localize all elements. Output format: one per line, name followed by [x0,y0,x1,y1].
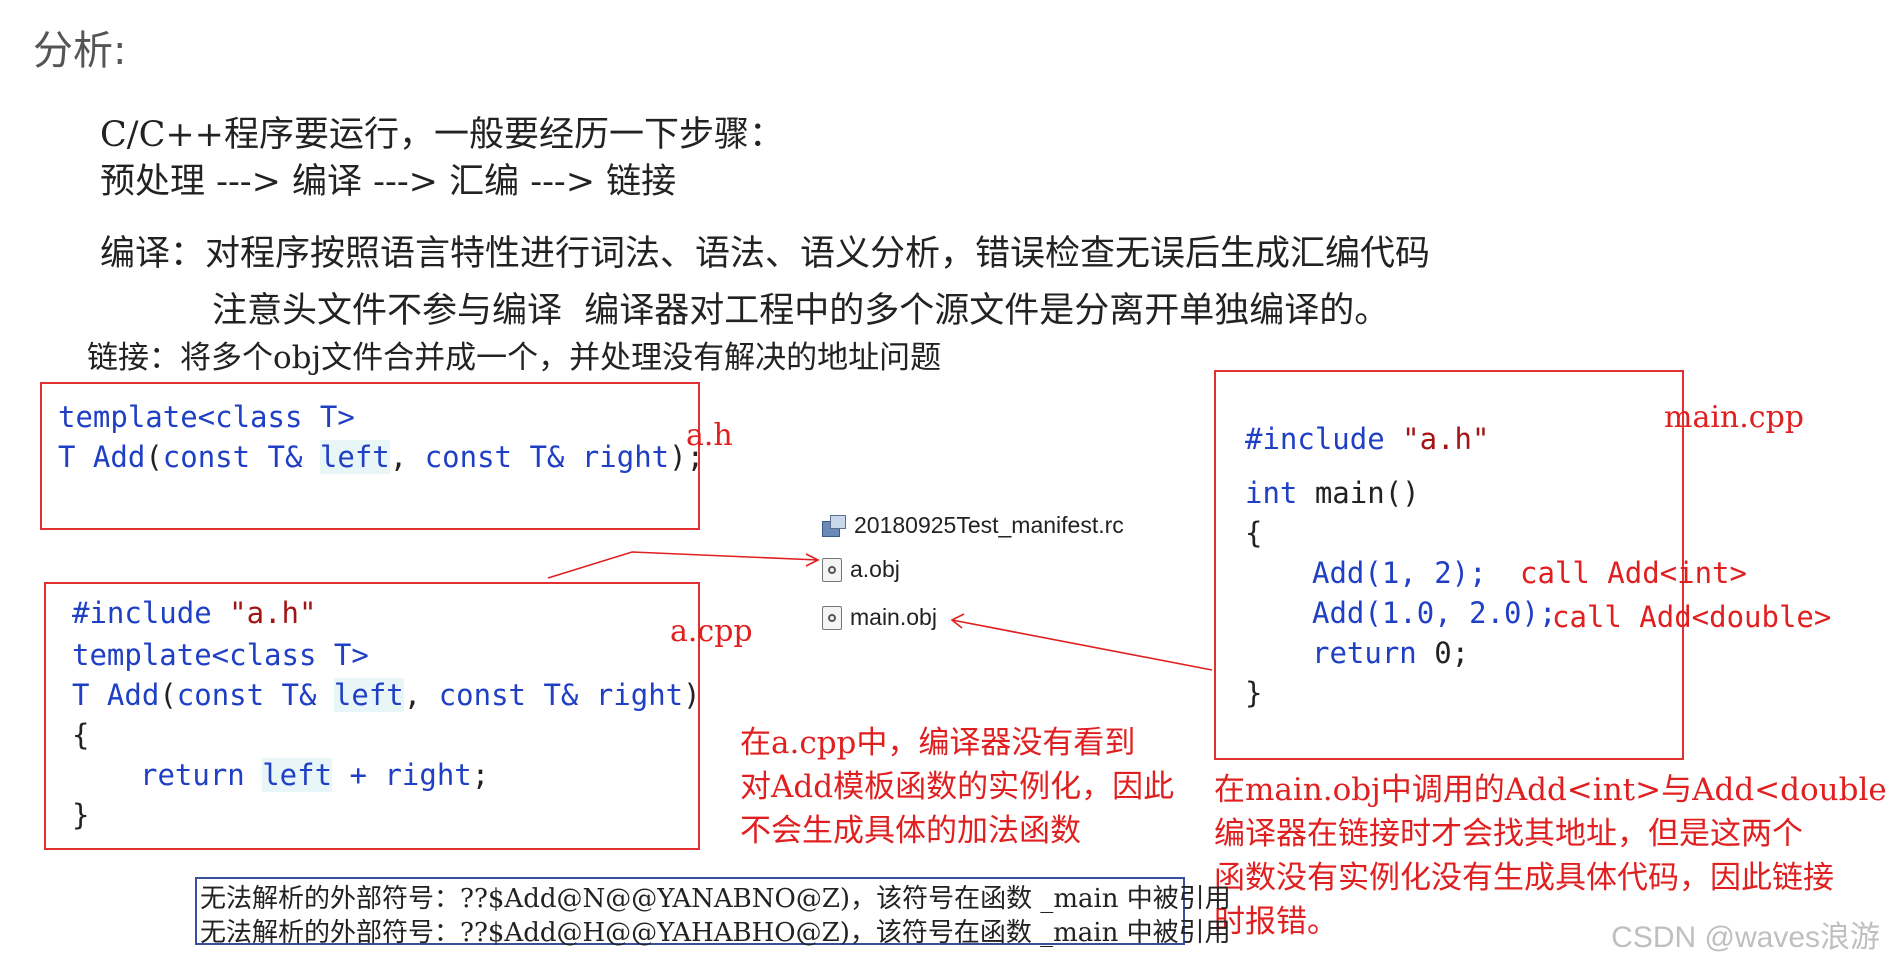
a-cpp-brace-close: } [72,798,90,832]
resource-file-icon [822,514,846,537]
a-h-declaration-line: T Add(const T& left, const T& right); [58,440,705,474]
main-cpp-brace-close: } [1245,676,1263,710]
main-cpp-to-main-obj-arrowhead [950,613,965,629]
a-h-filename: a.h [686,418,733,453]
a-cpp-explanation-2: 对Add模板函数的实例化，因此 [740,769,1175,805]
main-cpp-call-int: Add(1, 2); [1312,556,1487,590]
main-cpp-to-main-obj-arrow [951,619,1213,671]
linker-error-line-2: 无法解析的外部符号：??$Add@H@@YAHABHO@Z)，该符号在函数 _m… [200,918,1231,948]
csdn-watermark: CSDN @waves浪游 [1611,921,1880,954]
a-cpp-code-box [44,582,700,850]
file-main-obj: main.obj [822,604,937,631]
a-h-template-line: template<class T> [58,400,355,434]
linker-error-line-1: 无法解析的外部符号：??$Add@N@@YANABNO@Z)，该符号在函数 _m… [200,884,1231,914]
main-explanation-4: 时报错。 [1214,904,1338,940]
page-title: 分析: [33,28,127,74]
main-explanation-3: 函数没有实例化没有生成具体代码，因此链接 [1214,860,1834,896]
a-cpp-signature-line: T Add(const T& left, const T& right) [72,678,701,712]
main-cpp-call-double: Add(1.0, 2.0); [1312,596,1557,630]
a-cpp-to-a-obj-arrow [547,551,819,579]
linker-error-box [195,877,1185,945]
main-cpp-filename: main.cpp [1664,400,1804,435]
a-cpp-explanation-1: 在a.cpp中，编译器没有看到 [740,725,1136,761]
file-a-obj-label: a.obj [850,556,900,582]
a-cpp-return-line: return left + right; [140,758,490,792]
intro-line-pipeline: 预处理 ---> 编译 ---> 汇编 ---> 链接 [100,162,677,202]
main-explanation-1: 在main.obj中调用的Add<int>与Add<double>, [1214,772,1888,808]
a-cpp-filename: a.cpp [670,614,753,649]
main-cpp-call-double-note: call Add<double> [1552,600,1832,634]
obj-file-icon [822,557,842,582]
a-cpp-explanation-3: 不会生成具体的加法函数 [740,813,1081,849]
main-cpp-code-box [1214,370,1684,760]
a-cpp-template-line: template<class T> [72,638,369,672]
a-cpp-to-a-obj-arrowhead [805,553,820,567]
compile-note: 注意头文件不参与编译 编译器对工程中的多个源文件是分离开单独编译的。 [212,291,1390,331]
obj-file-icon [822,605,842,630]
main-explanation-2: 编译器在链接时才会找其地址，但是这两个 [1214,816,1803,852]
a-h-code-box [40,382,700,530]
main-cpp-return-line: return 0; [1312,636,1470,670]
a-cpp-include-line: #include "a.h" [72,596,317,630]
main-cpp-brace-open: { [1245,516,1263,550]
intro-line-steps: C/C++程序要运行，一般要经历一下步骤： [100,115,785,155]
file-rc: 20180925Test_manifest.rc [822,512,1124,539]
file-a-obj: a.obj [822,556,900,583]
main-cpp-include-line: #include "a.h" [1245,422,1490,456]
file-main-obj-label: main.obj [850,604,937,630]
compile-description: 编译：对程序按照语言特性进行词法、语法、语义分析，错误检查无误后生成汇编代码 [100,234,1431,274]
file-rc-label: 20180925Test_manifest.rc [854,512,1124,538]
link-description: 链接：将多个obj文件合并成一个，并处理没有解决的地址问题 [87,340,942,376]
main-cpp-call-int-note: call Add<int> [1520,556,1747,590]
a-cpp-brace-open: { [72,718,90,752]
main-cpp-main-signature: int main() [1245,476,1420,510]
